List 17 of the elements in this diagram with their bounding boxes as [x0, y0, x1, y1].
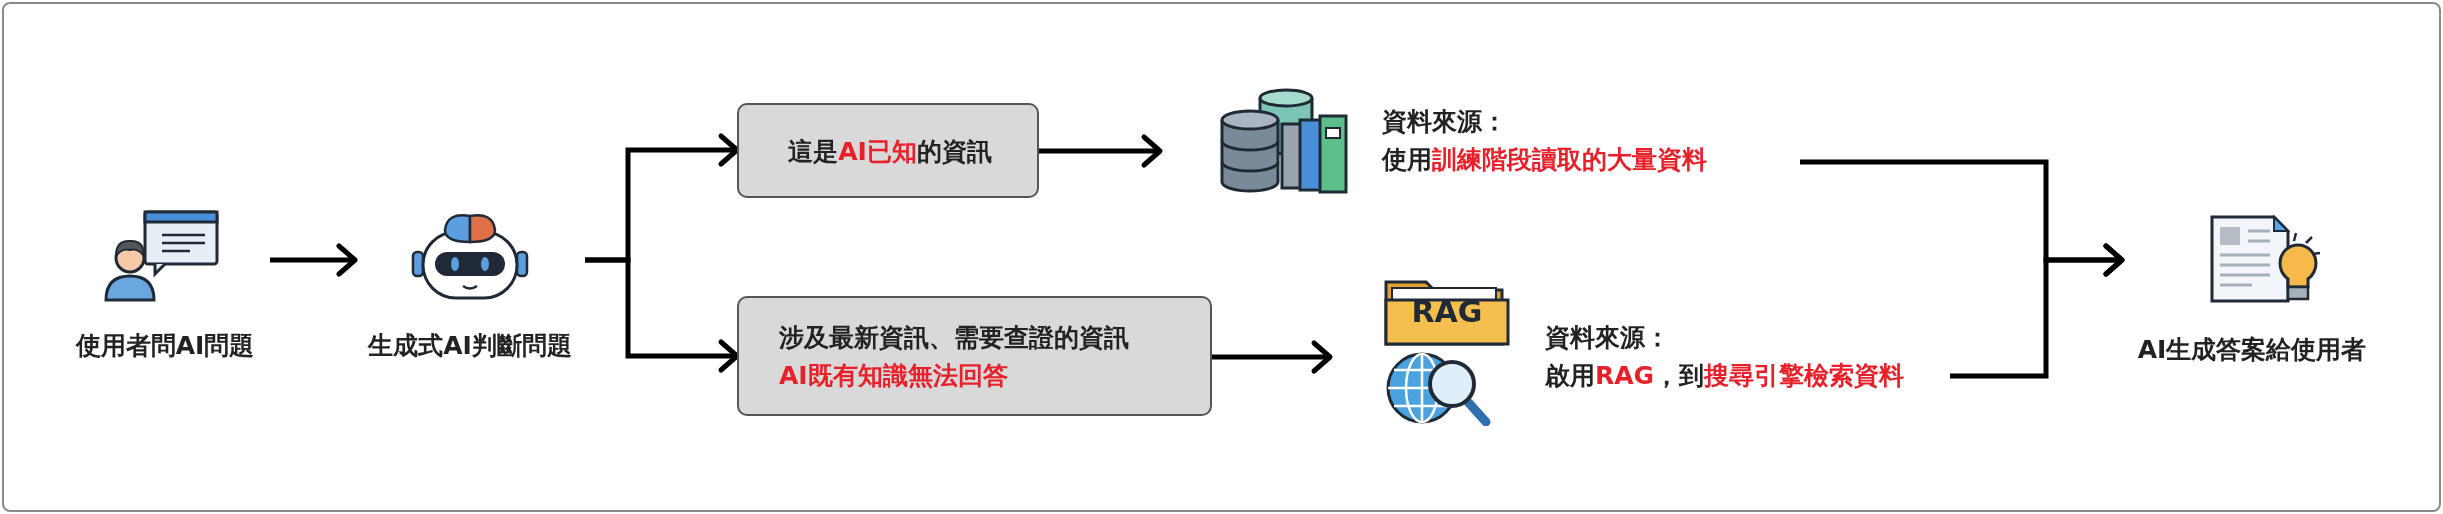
step-caption: AI生成答案給使用者	[2136, 334, 2368, 366]
process-box	[737, 296, 1212, 416]
box-text: 這是AI已知的資訊	[787, 136, 993, 168]
step-caption: 使用者問AI問題	[74, 330, 256, 362]
process-box	[737, 103, 1039, 198]
box-text: AI既有知識無法回答	[779, 360, 1008, 392]
source-text: 資料來源：	[1382, 106, 1507, 138]
arrow	[1212, 340, 1333, 374]
arrow	[1039, 134, 1163, 168]
box-text: 涉及最新資訊、需要查證的資訊	[779, 322, 1129, 354]
arrow	[1950, 243, 2125, 379]
source-text: 使用訓練階段讀取的大量資料	[1382, 144, 1707, 176]
folder-label: RAG	[1410, 294, 1484, 329]
source-text: 資料來源：	[1545, 322, 1670, 354]
source-text: 啟用RAG，到搜尋引擎檢索資料	[1545, 360, 1905, 392]
step-caption: 生成式AI判斷問題	[366, 330, 573, 362]
arrow	[270, 243, 358, 277]
